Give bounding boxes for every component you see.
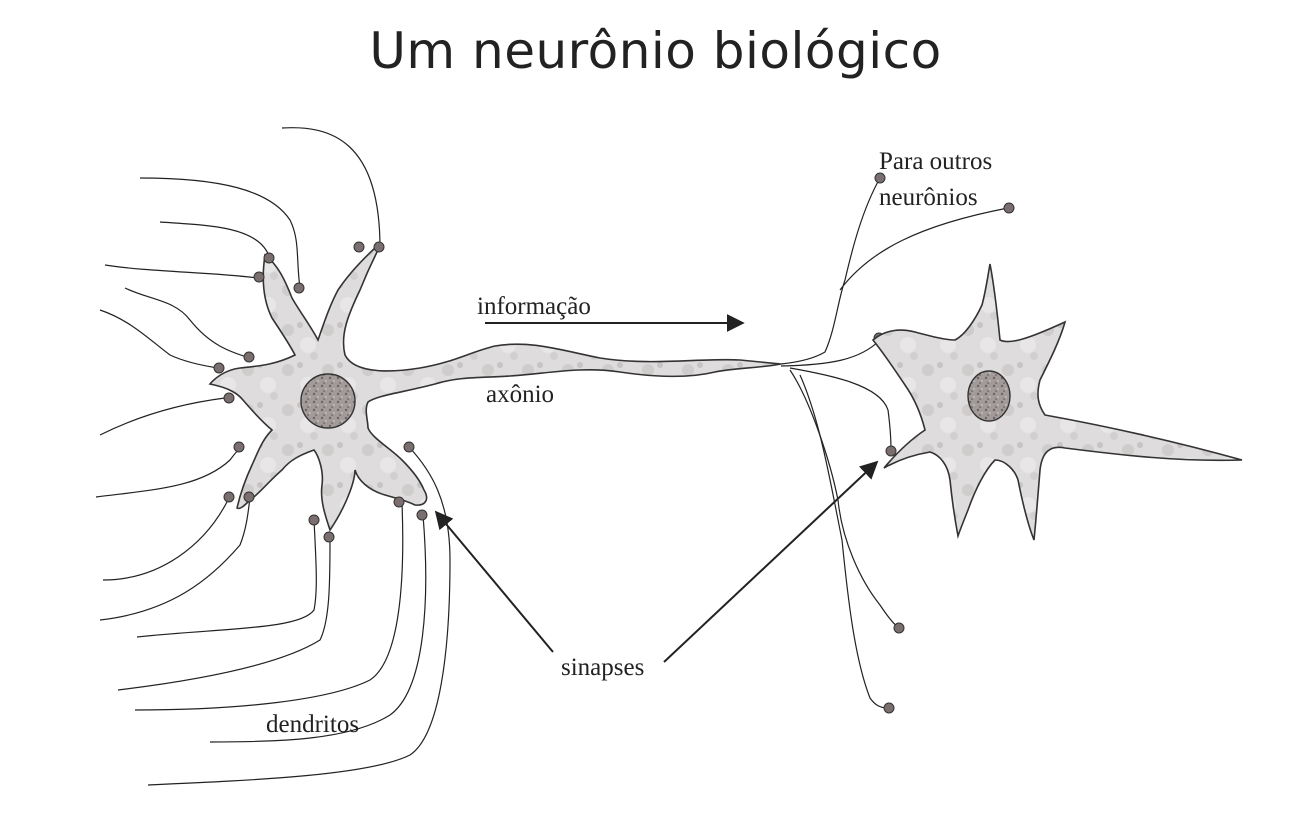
other-neurons-label-line1: Para outros bbox=[879, 148, 993, 175]
synapse-dots-left bbox=[213, 241, 428, 543]
nucleus-right bbox=[967, 370, 1011, 422]
dendrites-label: dendritos bbox=[266, 711, 360, 738]
neuron-left-soma bbox=[208, 246, 782, 532]
nucleus-left bbox=[300, 373, 356, 429]
synapses-label: sinapses bbox=[561, 654, 645, 681]
information-label: informação bbox=[477, 293, 591, 320]
synapse-arrow-right bbox=[663, 460, 879, 663]
other-neurons-label-line2: neurônios bbox=[879, 184, 978, 211]
axon-label: axônio bbox=[486, 381, 555, 408]
synapse-arrow-left bbox=[434, 510, 554, 653]
axon-terminals bbox=[780, 177, 1009, 709]
page-title: Um neurônio biológico bbox=[369, 22, 942, 80]
dendrites-left bbox=[95, 127, 451, 786]
neuron-right-soma bbox=[871, 263, 1243, 541]
